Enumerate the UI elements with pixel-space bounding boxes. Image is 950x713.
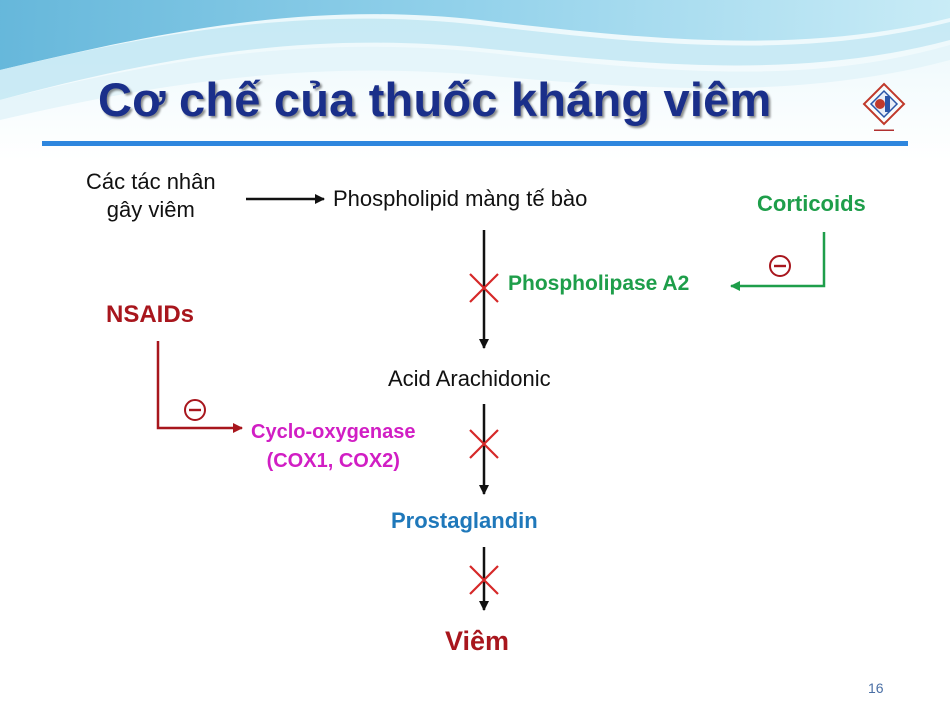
slide-title: Cơ chế của thuốc kháng viêm [98, 73, 772, 126]
title-underline [42, 141, 908, 146]
nsaids-node: NSAIDs [106, 301, 195, 328]
viem-node: Viêm [445, 626, 510, 656]
minus-circle-icon [769, 255, 791, 277]
logo-caption: ▬▬▬▬ [874, 127, 894, 133]
header-wave-background [0, 0, 950, 160]
phospholipid-node: Phospholipid màng tế bào [333, 186, 588, 211]
inflammatory-agents-label: Các tác nhân gây viêm [86, 168, 216, 224]
cyclooxygenase-line1: Cyclo-oxygenase [251, 421, 416, 443]
inhibition-cross-2 [469, 429, 499, 459]
arrow-nsaids-to-cyclooxygenase [156, 341, 243, 433]
arrow-corticoids-to-phospholipase [730, 232, 826, 291]
university-logo-icon [862, 82, 906, 126]
phospholipase-node: Phospholipase A2 [508, 272, 690, 295]
inhibition-cross-3 [469, 565, 499, 595]
corticoids-node: Corticoids [757, 191, 866, 216]
page-number: 16 [868, 680, 884, 696]
inhibition-cross-1 [469, 273, 499, 303]
cyclooxygenase-node: Cyclo-oxygenase (COX1, COX2) [251, 418, 416, 476]
inflammatory-agents-line1: Các tác nhân [86, 169, 216, 194]
cyclooxygenase-line2: (COX1, COX2) [266, 450, 400, 472]
prostaglandin-node: Prostaglandin [391, 508, 538, 533]
arachidonic-node: Acid Arachidonic [388, 366, 551, 391]
minus-circle-icon [184, 399, 206, 421]
inflammatory-agents-line2: gây viêm [106, 197, 195, 222]
